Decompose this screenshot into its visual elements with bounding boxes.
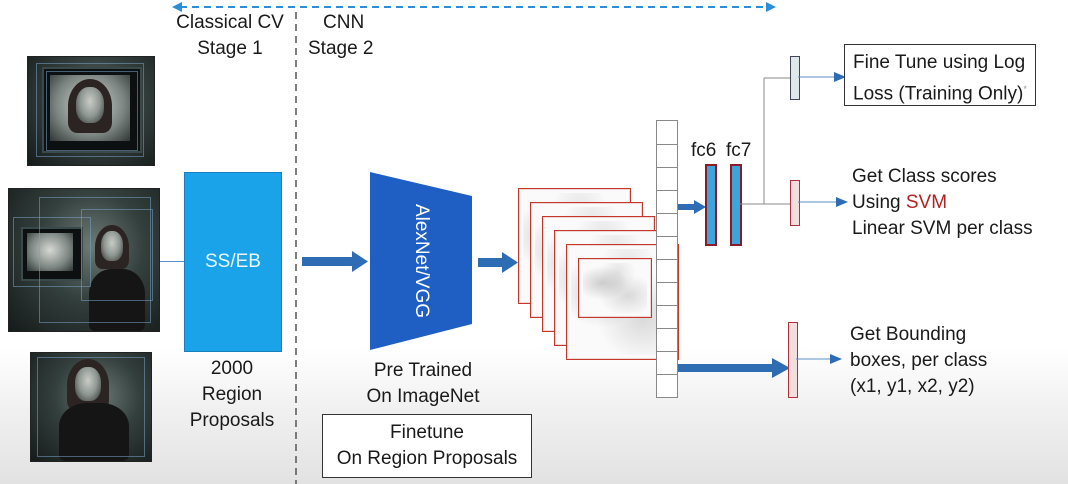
proposals-word1: Region [201, 384, 263, 405]
stage2-label: CNN Stage 2 [308, 10, 408, 62]
bbox-line3: (x1, y1, x2, y2) [850, 376, 975, 397]
cnn-to-features-arrow [478, 252, 518, 273]
ss-eb-label: SS/EB [205, 251, 261, 272]
region-proposals-label: 2000 Region Proposals [180, 356, 284, 434]
room-woman-photo [8, 188, 160, 332]
bbox-head-layer [788, 322, 798, 398]
pretrained-caption: Pre Trained On ImageNet [352, 358, 494, 410]
pretrained-line1: Pre Trained [373, 360, 473, 381]
footnote-mark: * [1023, 84, 1027, 94]
finetune-output-line2-text: Loss (Training Only) [853, 83, 1024, 105]
svm-head-arrow [798, 197, 848, 207]
ss-to-cnn-arrow [302, 251, 368, 272]
pretrained-line2: On ImageNet [366, 386, 480, 407]
finetune-output-box: Fine Tune using Log Loss (Training Only)… [844, 44, 1036, 106]
feature-map-6 [578, 258, 652, 318]
vector-to-bbox-arrow [678, 358, 790, 378]
finetune-head-layer [790, 56, 800, 100]
woman-seated-photo [30, 352, 152, 462]
finetune-head-arrow [798, 72, 846, 82]
finetune-output-line1: Fine Tune using Log [853, 52, 1026, 73]
ss-eb-box: SS/EB [184, 172, 282, 352]
bbox-line2: boxes, per class [850, 350, 988, 371]
fc6-layer [705, 164, 717, 246]
class-scores-output: Get Class scores Using SVM Linear SVM pe… [852, 164, 1062, 242]
proposals-count: 2000 [210, 358, 254, 379]
svm-head-layer [790, 180, 800, 226]
finetune-line2: On Region Proposals [336, 448, 518, 469]
stage2-title: CNN [323, 12, 365, 33]
class-scores-line2: Using SVM [852, 190, 1062, 216]
fc6-label: fc6 [691, 140, 717, 161]
finetune-region-box: Finetune On Region Proposals [322, 414, 532, 478]
finetune-output-line2: Loss (Training Only)* [853, 76, 1035, 107]
alexnet-vgg-label: AlexNet/VGG [411, 203, 432, 319]
stage1-subtitle: Stage 1 [197, 38, 263, 59]
svm-highlight: SVM [905, 192, 948, 213]
proposals-word2: Proposals [189, 410, 275, 431]
fc7-branch-lines [740, 77, 790, 205]
tv-woman-photo [27, 56, 155, 166]
pipeline-span-arrow [172, 2, 776, 12]
bbox-line1: Get Bounding [850, 324, 967, 345]
finetune-line1: Finetune [390, 422, 464, 443]
alexnet-vgg-block [370, 172, 472, 350]
class-scores-prefix: Using [852, 192, 906, 213]
fc7-label: fc7 [726, 140, 752, 161]
photos-to-ss-line [160, 261, 184, 262]
stage-separator [295, 12, 297, 484]
bbox-head-arrow [796, 354, 842, 364]
stage1-title: Classical CV [176, 12, 284, 33]
flattened-feature-vector [656, 120, 678, 398]
stage2-subtitle: Stage 2 [308, 38, 374, 59]
class-scores-line1: Get Class scores [852, 166, 997, 187]
bbox-output: Get Bounding boxes, per class (x1, y1, x… [850, 322, 1050, 400]
stage1-label: Classical CV Stage 1 [175, 10, 285, 62]
fc7-layer [730, 164, 742, 246]
class-scores-line3: Linear SVM per class [852, 218, 1033, 239]
vector-to-fc6-arrow [678, 200, 706, 214]
